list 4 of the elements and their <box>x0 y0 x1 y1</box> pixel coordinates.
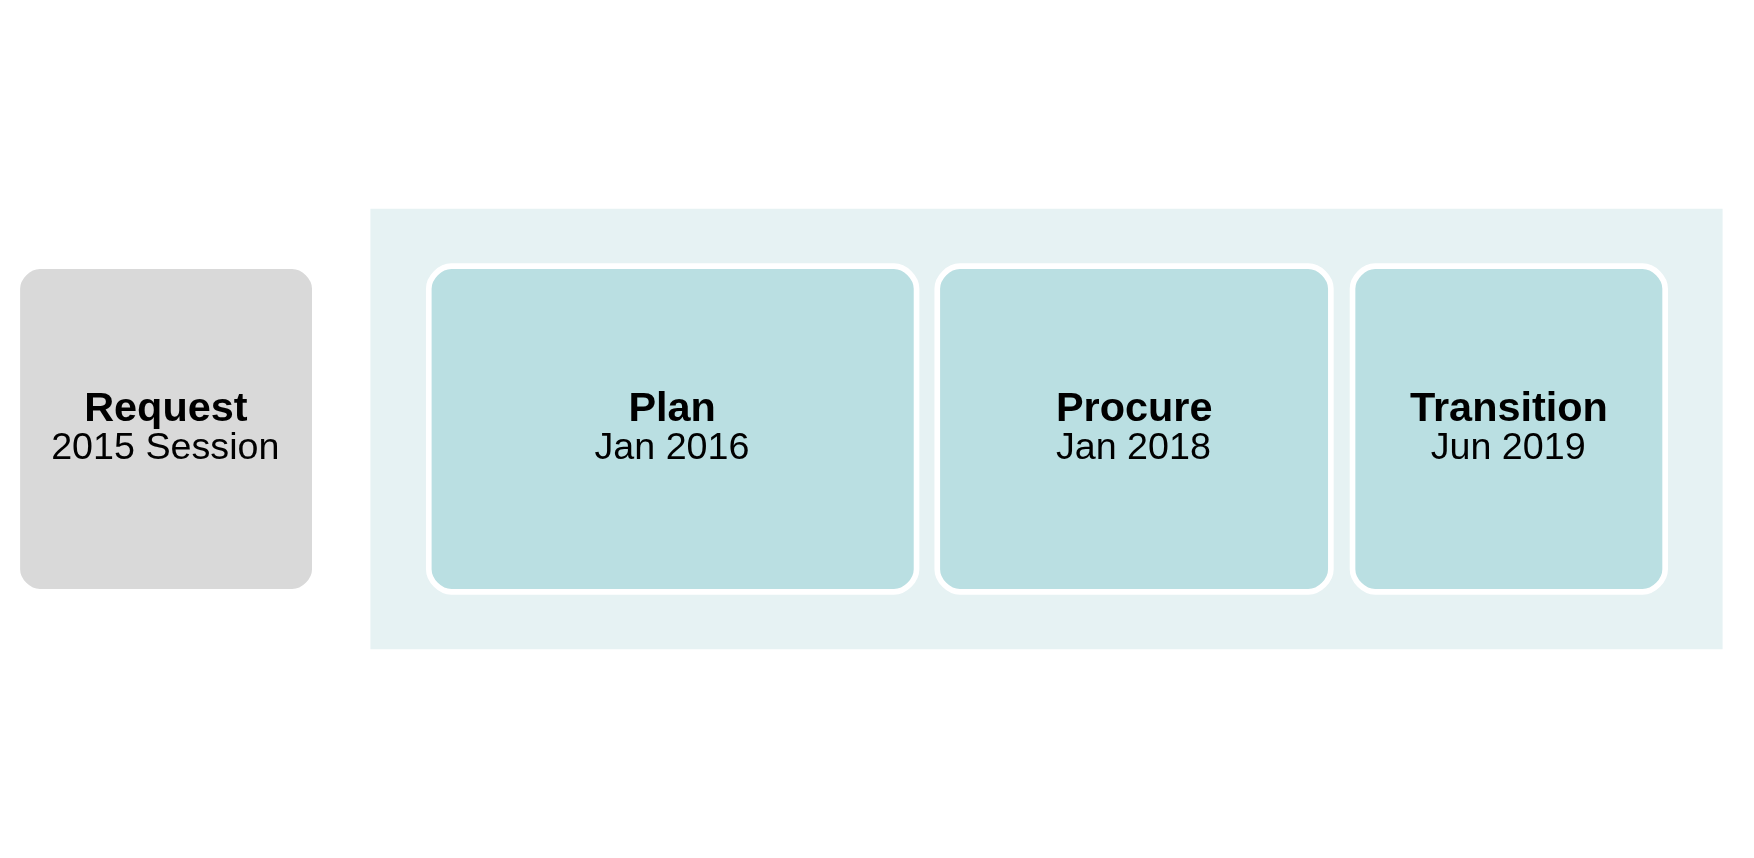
node-box: Procure Jan 2018 <box>934 263 1334 595</box>
node-box: Plan Jan 2016 <box>425 263 920 595</box>
cluster <box>370 208 1723 650</box>
node-box: Transition Jun 2019 <box>1349 263 1668 595</box>
